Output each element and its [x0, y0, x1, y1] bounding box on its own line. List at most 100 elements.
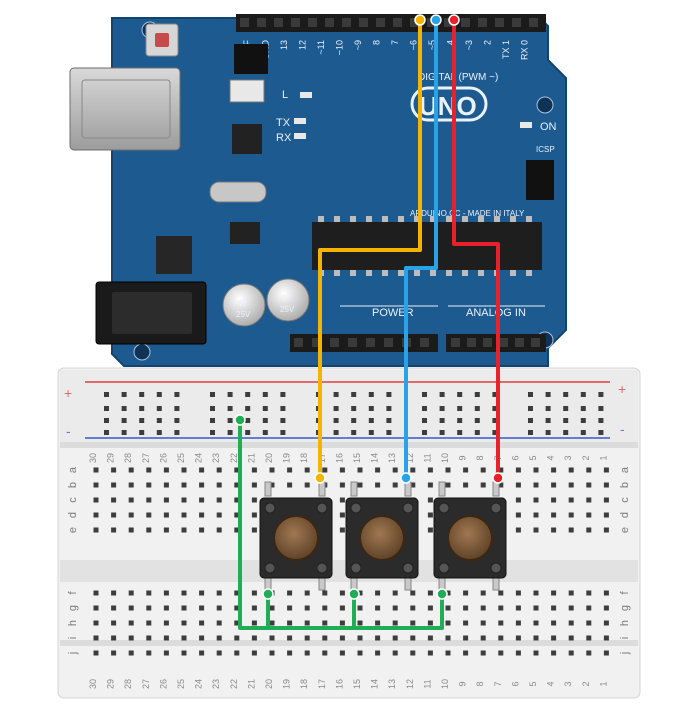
- capacitor-1: 47 25V: [222, 283, 266, 327]
- header-pin-label: 8: [372, 40, 382, 45]
- row-letter-right: j: [619, 652, 631, 655]
- wire-end-green: [262, 588, 274, 600]
- column-number: 8: [475, 455, 485, 460]
- svg-text:25V: 25V: [280, 305, 295, 314]
- column-number: 9: [458, 681, 468, 686]
- row-letter-left: a: [67, 466, 79, 473]
- header-pin-label: ~11: [316, 40, 326, 55]
- row-letter-right: b: [619, 482, 631, 488]
- crystal: [209, 181, 267, 203]
- usb-controller-chip: [232, 124, 262, 154]
- usb-port: [69, 67, 181, 151]
- column-number: 10: [440, 453, 450, 463]
- power-header[interactable]: [290, 334, 438, 352]
- column-number: 10: [440, 679, 450, 689]
- column-number: 14: [370, 453, 380, 463]
- column-number: 27: [141, 453, 151, 463]
- row-letter-right: i: [619, 637, 631, 639]
- push-buttons: [259, 481, 507, 591]
- wire-end-green: [234, 414, 246, 426]
- column-number: 16: [334, 679, 344, 689]
- svg-text:UNO: UNO: [419, 91, 477, 121]
- push-button-3[interactable]: [433, 481, 507, 591]
- row-letter-left: h: [67, 620, 79, 626]
- row-letter-right: e: [619, 527, 631, 533]
- header-pin-label: RX 0: [520, 40, 530, 60]
- row-letter-right: h: [619, 620, 631, 626]
- column-number: 13: [387, 453, 397, 463]
- svg-text:47: 47: [281, 293, 291, 303]
- column-number: 28: [123, 453, 133, 463]
- digital-header-pins: [240, 18, 538, 27]
- wire-yellow: [318, 20, 422, 475]
- row-letter-right: f: [619, 591, 631, 595]
- rail-plus-label-left: +: [64, 385, 72, 401]
- column-number: 4: [546, 681, 556, 686]
- rx-label: RX: [276, 132, 292, 144]
- column-number: 24: [194, 679, 204, 689]
- row-letter-left: d: [67, 512, 79, 518]
- column-number: 16: [334, 453, 344, 463]
- column-number: 9: [458, 455, 468, 460]
- column-number: 1: [598, 681, 608, 686]
- svg-text:25V: 25V: [236, 310, 251, 319]
- header-pin-label: 4: [446, 40, 456, 45]
- rail-minus-label-left: -: [66, 423, 71, 439]
- column-number: 11: [422, 679, 432, 688]
- analog-in-label: ANALOG IN: [466, 307, 526, 319]
- row-letter-left: j: [67, 652, 79, 655]
- row-letter-left: b: [67, 482, 79, 488]
- column-number: 21: [246, 679, 256, 689]
- column-number: 17: [317, 679, 327, 689]
- column-number: 30: [88, 679, 98, 689]
- wire-end-red: [492, 472, 504, 484]
- on-led-label: ON: [540, 121, 557, 133]
- column-number: 3: [563, 455, 573, 460]
- header-pin-label: ~5: [427, 40, 437, 50]
- row-letter-left: c: [67, 497, 79, 503]
- wire-end-yellow: [414, 14, 426, 26]
- header-pin-label: ~9: [353, 40, 363, 50]
- column-number: 2: [581, 681, 591, 686]
- column-number: 6: [510, 455, 520, 460]
- column-number: 27: [141, 679, 151, 689]
- column-number: 2: [581, 455, 591, 460]
- wires: [234, 14, 504, 630]
- power-label: POWER: [372, 307, 414, 319]
- push-button-1[interactable]: [259, 481, 333, 591]
- column-number: 22: [229, 453, 239, 463]
- column-number: 5: [528, 681, 538, 686]
- header-pin-label: 13: [279, 40, 289, 50]
- column-number: 20: [264, 679, 274, 689]
- rail-plus-label-right: +: [618, 381, 626, 397]
- column-number: 29: [106, 679, 116, 689]
- digital-pwm-label: DIGITAL (PWM ~): [418, 72, 498, 83]
- header-pin-label: ~10: [335, 40, 345, 55]
- wire-end-green: [436, 588, 448, 600]
- wire-green: [238, 420, 444, 630]
- made-in-label: ARDUINO.CC - MADE IN ITALY: [410, 209, 525, 218]
- column-number: 30: [88, 453, 98, 463]
- column-number: 21: [246, 453, 256, 463]
- wire-end-yellow: [314, 472, 326, 484]
- reset-button-cap[interactable]: [155, 33, 169, 47]
- atmega-chip: [312, 222, 542, 270]
- column-number: 24: [194, 453, 204, 463]
- column-number: 25: [176, 679, 186, 689]
- header-pin-label: 2: [483, 40, 493, 45]
- column-number: 23: [211, 679, 221, 689]
- row-letter-right: d: [619, 512, 631, 518]
- wire-end-blue: [400, 472, 412, 484]
- column-number: 3: [563, 681, 573, 686]
- wire-end-blue: [430, 14, 442, 26]
- column-number: 4: [546, 455, 556, 460]
- column-number: 8: [475, 681, 485, 686]
- capacitor-2: 47 25V: [266, 278, 310, 322]
- push-button-2[interactable]: [345, 481, 419, 591]
- column-number: 25: [176, 453, 186, 463]
- column-number: 19: [282, 679, 292, 689]
- column-number: 12: [405, 453, 415, 463]
